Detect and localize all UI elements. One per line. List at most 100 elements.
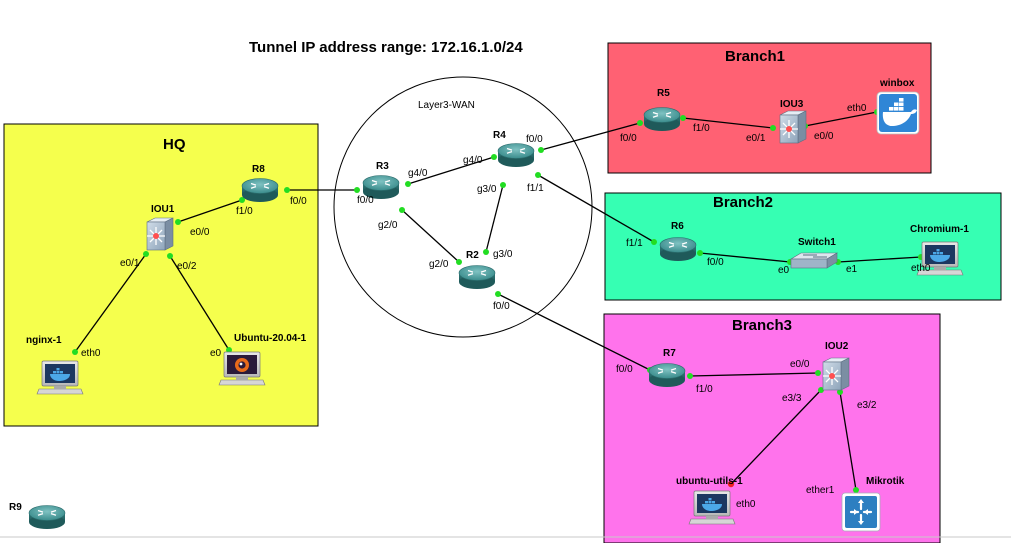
port-dot (637, 120, 643, 126)
link-r2-r7 (497, 293, 651, 371)
switch-switch1-icon[interactable] (790, 252, 838, 269)
port-label: e1 (846, 264, 858, 275)
port-label: g2/0 (378, 220, 398, 231)
router-r6-icon[interactable] (659, 236, 697, 262)
port-label: eth0 (911, 263, 931, 274)
link-iou2-utils (730, 389, 822, 485)
port-label: f0/0 (616, 364, 633, 375)
node-label-r2[interactable]: R2 (466, 250, 479, 261)
port-label: e0/0 (814, 131, 834, 142)
port-dot (175, 219, 181, 225)
port-label: f1/0 (696, 384, 713, 395)
node-label-r6[interactable]: R6 (671, 221, 684, 232)
node-label-mikrotik[interactable]: Mikrotik (866, 476, 905, 487)
port-dot (697, 250, 703, 256)
port-label: f1/1 (527, 183, 544, 194)
link-iou3-winbox (804, 111, 878, 127)
mikrotik-router-icon[interactable] (841, 492, 881, 532)
node-label-iou1[interactable]: IOU1 (151, 204, 175, 215)
node-label-switch1[interactable]: Switch1 (798, 237, 836, 248)
port-label: e0 (778, 265, 790, 276)
links (74, 111, 922, 491)
port-label: f0/0 (526, 134, 543, 145)
port-label: e0/2 (177, 261, 197, 272)
port-dot (72, 349, 78, 355)
port-label: eth0 (736, 499, 756, 510)
port-dot (491, 154, 497, 160)
port-label: e3/2 (857, 400, 877, 411)
port-label: e0/1 (746, 133, 766, 144)
link-iou1-nginx (74, 253, 147, 353)
port-dot (853, 487, 859, 493)
wan-cloud-ellipse (333, 76, 593, 338)
port-label: f0/0 (357, 195, 374, 206)
link-iou1-ubuntu (169, 255, 230, 351)
port-label: f1/0 (693, 123, 710, 134)
port-label: f0/0 (493, 301, 510, 312)
port-dot (837, 389, 843, 395)
node-label-iou3[interactable]: IOU3 (780, 99, 804, 110)
zone-label-branch2: Branch2 (713, 194, 773, 211)
switch-iou1-icon[interactable] (146, 217, 174, 251)
port-label: g3/0 (493, 249, 513, 260)
link-iou2-mikrotik (839, 391, 857, 491)
zone-label-branch3: Branch3 (732, 317, 792, 334)
node-label-r9[interactable]: R9 (9, 502, 22, 513)
switch-iou2-icon[interactable] (822, 357, 850, 391)
node-label-iou2[interactable]: IOU2 (825, 341, 849, 352)
node-label-ubuntu-utils[interactable]: ubuntu-utils-1 (676, 476, 743, 487)
port-dot (143, 251, 149, 257)
port-label: f1/1 (626, 238, 643, 249)
node-label-r3[interactable]: R3 (376, 161, 389, 172)
port-label: g2/0 (429, 259, 449, 270)
link-r6-switch1 (699, 252, 791, 263)
port-label: e0/0 (190, 227, 210, 238)
link-r4-r5 (540, 122, 641, 151)
port-label: f0/0 (290, 196, 307, 207)
port-dot (770, 125, 776, 131)
switch-iou3-icon[interactable] (779, 110, 807, 144)
node-label-r7[interactable]: R7 (663, 348, 676, 359)
node-label-r4[interactable]: R4 (493, 130, 506, 141)
node-label-r8[interactable]: R8 (252, 164, 265, 175)
port-label: f1/0 (236, 206, 253, 217)
zone-branch3 (603, 313, 941, 543)
port-dot (354, 187, 360, 193)
port-dot (818, 387, 824, 393)
port-dot (687, 373, 693, 379)
router-r4-icon[interactable] (497, 142, 535, 168)
port-dot (226, 347, 232, 353)
port-label: e0/1 (120, 258, 140, 269)
router-r8-icon[interactable] (241, 177, 279, 203)
port-label: ether1 (806, 485, 835, 496)
port-label: e3/3 (782, 393, 802, 404)
router-r2-icon[interactable] (458, 264, 496, 290)
link-r4-r6 (537, 174, 655, 243)
port-label: eth0 (81, 348, 101, 359)
port-label: eth0 (847, 103, 867, 114)
port-dot-down (727, 480, 735, 488)
port-dot (500, 182, 506, 188)
router-r5-icon[interactable] (643, 106, 681, 132)
wan-label: Layer3-WAN (418, 100, 475, 111)
port-label: g4/0 (463, 155, 483, 166)
node-label-ubuntu2004[interactable]: Ubuntu-20.04-1 (234, 333, 307, 344)
host-ubuntu-2004-icon[interactable] (218, 351, 266, 386)
port-dot (456, 259, 462, 265)
port-label: f0/0 (707, 257, 724, 268)
port-dot (167, 253, 173, 259)
port-dot (538, 147, 544, 153)
port-label: e0 (210, 348, 222, 359)
port-dot (495, 291, 501, 297)
router-r7-icon[interactable] (648, 362, 686, 388)
router-r9-icon[interactable] (28, 504, 66, 530)
node-label-r5[interactable]: R5 (657, 88, 670, 99)
host-ubuntu-utils-icon[interactable] (688, 490, 736, 525)
node-label-nginx[interactable]: nginx-1 (26, 335, 62, 346)
node-label-winbox[interactable]: winbox (879, 78, 915, 89)
docker-winbox-icon[interactable] (876, 91, 920, 135)
host-nginx-icon[interactable] (36, 360, 84, 395)
port-dot (405, 181, 411, 187)
node-label-chromium[interactable]: Chromium-1 (910, 224, 969, 235)
